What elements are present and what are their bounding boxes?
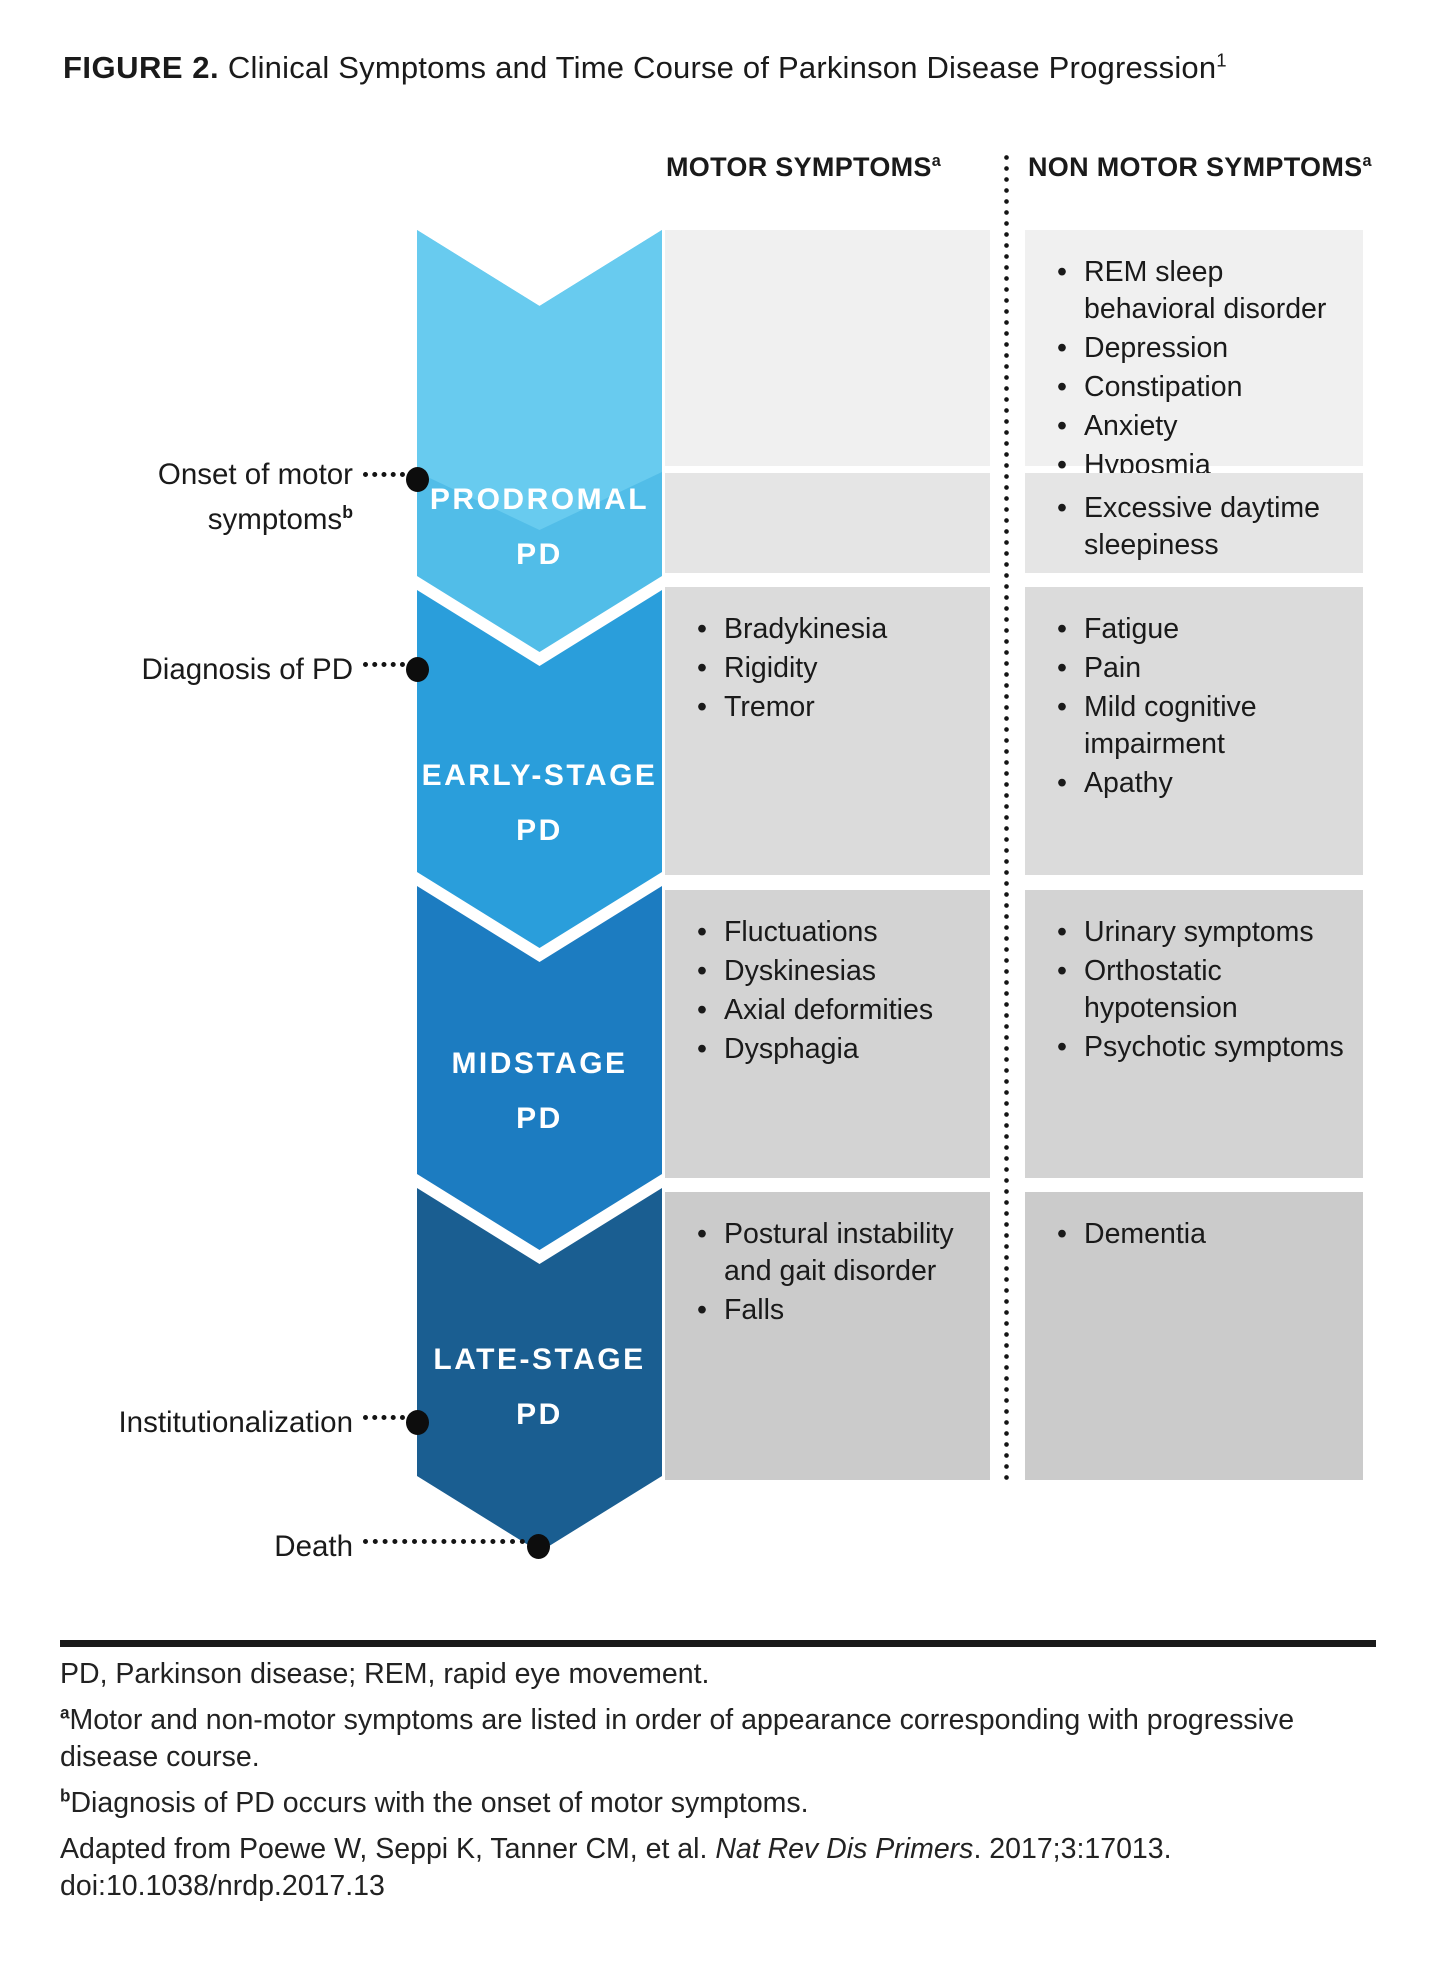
prodromal-motor-box xyxy=(665,230,990,466)
prodromal-motor-box-late xyxy=(665,473,990,573)
early-stage-nonmotor-box: Fatigue Pain Mild cognitive impairment A… xyxy=(1025,587,1363,875)
milestone-death-label: Death xyxy=(274,1524,353,1569)
list-item: Axial deformities xyxy=(695,992,974,1029)
footnote-b: bDiagnosis of PD occurs with the onset o… xyxy=(60,1786,809,1819)
milestone-onset-line1: Onset of motor xyxy=(157,458,353,491)
early-stage-label: EARLY-STAGE PD xyxy=(417,748,662,858)
list-item: Bradykinesia xyxy=(695,611,974,648)
milestone-death-line1: Death xyxy=(274,1530,353,1563)
nonmotor-symptoms-header-text: NON MOTOR SYMPTOMS xyxy=(1028,152,1363,182)
abbreviation-note: PD, Parkinson disease; REM, rapid eye mo… xyxy=(60,1658,710,1690)
citation: Adapted from Poewe W, Seppi K, Tanner CM… xyxy=(60,1833,1172,1902)
milestone-institutionalization-label: Institutionalization xyxy=(118,1400,353,1445)
milestone-onset-label: Onset of motor symptomsb xyxy=(158,452,353,542)
list-item: Fluctuations xyxy=(695,914,974,951)
footnote-a: aMotor and non-motor symptoms are listed… xyxy=(60,1703,1295,1773)
death-marker-dot xyxy=(527,1534,550,1559)
list-item: Dyskinesias xyxy=(695,953,974,990)
list-item: Dementia xyxy=(1055,1216,1347,1253)
citation-journal-name: Nat Rev Dis Primers xyxy=(715,1833,974,1865)
list-item: Postural instability and gait disorder xyxy=(695,1216,974,1290)
figure-number: FIGURE 2. xyxy=(63,50,220,85)
late-stage-motor-box: Postural instability and gait disorder F… xyxy=(665,1192,990,1480)
list-item: Orthostatic hypotension xyxy=(1055,953,1347,1027)
midstage-label-line2: PD xyxy=(516,1102,563,1135)
prodromal-nonmotor-box-late: Excessive daytime sleepiness xyxy=(1025,473,1363,573)
list-item: Anxiety xyxy=(1055,408,1347,445)
motor-symptoms-header: MOTOR SYMPTOMSa xyxy=(666,152,941,183)
late-stage-label-line2: PD xyxy=(516,1398,563,1431)
figure-title: FIGURE 2. Clinical Symptoms and Time Cou… xyxy=(63,50,1227,86)
list-item: Constipation xyxy=(1055,369,1347,406)
late-stage-label-line1: LATE-STAGE xyxy=(433,1343,646,1376)
early-stage-motor-box: Bradykinesia Rigidity Tremor xyxy=(665,587,990,875)
list-item: Depression xyxy=(1055,330,1347,367)
late-stage-label: LATE-STAGE PD xyxy=(417,1332,662,1442)
milestone-institutionalization-line1: Institutionalization xyxy=(118,1406,353,1439)
milestone-onset-line2: symptomsb xyxy=(207,502,353,536)
figure-title-superscript: 1 xyxy=(1216,49,1227,71)
motor-symptoms-header-text: MOTOR SYMPTOMS xyxy=(666,152,932,182)
figure-title-text: Clinical Symptoms and Time Course of Par… xyxy=(219,50,1217,85)
milestone-onset-superscript: b xyxy=(342,502,353,523)
prodromal-label: PRODROMAL PD xyxy=(417,472,662,582)
early-stage-chevron xyxy=(417,590,662,948)
list-item: Excessive daytime sleepiness xyxy=(1055,490,1347,564)
midstage-label-line1: MIDSTAGE xyxy=(451,1047,628,1080)
prodromal-label-line1: PRODROMAL xyxy=(429,483,650,516)
footnote-a-marker: a xyxy=(60,1703,70,1723)
midstage-label: MIDSTAGE PD xyxy=(417,1036,662,1146)
nonmotor-header-superscript: a xyxy=(1362,152,1372,170)
list-item: Urinary symptoms xyxy=(1055,914,1347,951)
milestone-diagnosis-line1: Diagnosis of PD xyxy=(141,653,353,686)
early-stage-label-line2: PD xyxy=(516,814,563,847)
midstage-chevron xyxy=(417,886,662,1250)
list-item: REM sleep behavioral disorder xyxy=(1055,254,1347,328)
midstage-nonmotor-box: Urinary symptoms Orthostatic hypotension… xyxy=(1025,890,1363,1178)
early-stage-label-line1: EARLY-STAGE xyxy=(421,759,658,792)
milestone-diagnosis-label: Diagnosis of PD xyxy=(141,647,353,692)
list-item: Dysphagia xyxy=(695,1031,974,1068)
footnote-b-marker: b xyxy=(60,1786,71,1806)
midstage-motor-box: Fluctuations Dyskinesias Axial deformiti… xyxy=(665,890,990,1178)
institutionalization-marker-dot xyxy=(406,1410,429,1435)
column-divider-dotted-line xyxy=(1004,152,1009,1480)
motor-header-superscript: a xyxy=(931,152,942,170)
list-item: Mild cognitive impairment xyxy=(1055,689,1347,763)
list-item: Fatigue xyxy=(1055,611,1347,648)
list-item: Pain xyxy=(1055,650,1347,687)
prodromal-nonmotor-box: REM sleep behavioral disorder Depression… xyxy=(1025,230,1363,484)
list-item: Tremor xyxy=(695,689,974,726)
prodromal-label-line2: PD xyxy=(516,538,563,571)
prodromal-chevron xyxy=(417,230,662,652)
onset-dotted-connector xyxy=(363,472,405,477)
list-item: Falls xyxy=(695,1292,974,1329)
nonmotor-symptoms-header: NON MOTOR SYMPTOMSa xyxy=(1028,152,1372,183)
death-dotted-connector xyxy=(363,1539,525,1544)
list-item: Apathy xyxy=(1055,765,1347,802)
list-item: Rigidity xyxy=(695,650,974,687)
institutionalization-dotted-connector xyxy=(363,1415,405,1420)
list-item: Psychotic symptoms xyxy=(1055,1029,1347,1066)
late-stage-chevron xyxy=(417,1188,662,1552)
diagnosis-marker-dot xyxy=(406,657,429,682)
footer-notes: PD, Parkinson disease; REM, rapid eye mo… xyxy=(60,1656,1382,1914)
late-stage-nonmotor-box: Dementia xyxy=(1025,1192,1363,1480)
diagnosis-dotted-connector xyxy=(363,662,405,667)
onset-marker-dot xyxy=(406,467,429,492)
footer-rule xyxy=(60,1640,1376,1647)
